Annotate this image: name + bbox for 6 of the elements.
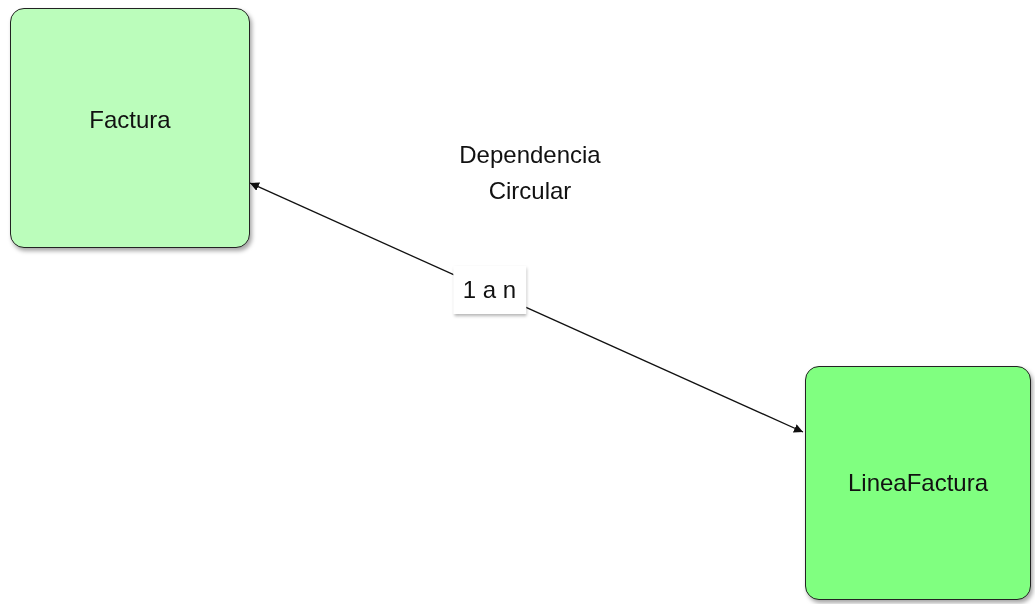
annotation-text: Dependencia Circular <box>458 140 602 206</box>
entity-name: Factura <box>89 106 171 134</box>
entity-box <box>805 366 1031 600</box>
entity-box <box>10 8 250 248</box>
edge-label: 1 a n <box>452 266 527 314</box>
entity-name: LineaFactura <box>847 469 989 497</box>
